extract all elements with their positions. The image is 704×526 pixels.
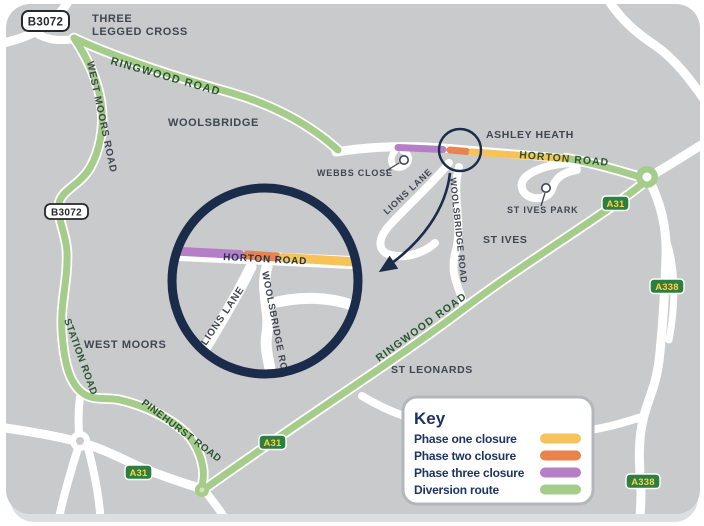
badge-b3072-south-text: B3072 — [51, 208, 82, 219]
badge-a338-north-text: A338 — [655, 282, 679, 293]
mag-road-woolsbridge — [259, 261, 277, 370]
west-moors-label: WEST MOORS — [84, 339, 166, 351]
zoom-source-circle — [437, 127, 483, 173]
st-ives-park-label: ST IVES PARK — [507, 205, 578, 215]
phase-three-closure-segment — [394, 144, 447, 153]
road-webbs-close-loop — [388, 147, 413, 171]
mag-road-branch-east — [263, 292, 354, 313]
webbs-close-label: WEBBS CLOSE — [317, 168, 393, 178]
mag-phase-one-segment — [278, 253, 354, 267]
diversion-horton-east — [562, 154, 644, 181]
webbs-close-marker — [398, 155, 409, 166]
mag-phase-two-segment — [242, 250, 282, 262]
badge-a338-south: A338 — [625, 473, 661, 490]
road-southwest-2 — [84, 444, 105, 514]
webbs-close-leader — [385, 162, 400, 172]
diversion-ringwood-south — [202, 177, 650, 492]
road-woolsbridge — [449, 163, 467, 310]
phase-two-closure-segment — [446, 146, 471, 155]
diversion-ringwood-north — [70, 34, 342, 154]
badge-a31-west-text: A31 — [129, 468, 148, 479]
badge-a31-diagonal-box — [258, 434, 287, 451]
badge-a31-diagonal-text: A31 — [263, 438, 282, 449]
key-title: Key — [414, 409, 446, 428]
badge-a31-diagonal: A31 — [258, 434, 287, 451]
badge-b3072-south-box — [44, 203, 89, 220]
key-swatch-phase-two — [540, 450, 581, 461]
st-ives-label: ST IVES — [483, 234, 527, 246]
road-top-right-1 — [602, 4, 700, 107]
badge-a338-south-text: A338 — [631, 477, 655, 488]
roundabout-west-moors-center — [76, 437, 84, 445]
road-lions-lane — [376, 159, 453, 261]
mag-horton-road-label: HORTON ROAD — [223, 252, 308, 267]
badge-a31-roundabout-text: A31 — [606, 199, 625, 210]
key-box: Key Phase one closure Phase two closure … — [401, 395, 595, 506]
badge-a31-west-box — [124, 464, 153, 481]
mag-road-lions-lane — [195, 261, 257, 361]
three-legged-cross-label-line2: LEGGED CROSS — [92, 26, 188, 38]
badge-a338-north-box — [649, 278, 685, 295]
key-item-diversion-label: Diversion route — [414, 483, 500, 497]
key-item-phase-three-label: Phase three closure — [414, 466, 525, 480]
woolsbridge-label: WOOLSBRIDGE — [168, 117, 259, 129]
mag-phase-three-segment — [176, 246, 245, 259]
key-swatch-diversion — [540, 484, 581, 495]
zoom-arrow — [378, 172, 452, 273]
badge-a338-south-box — [625, 473, 661, 490]
badge-b3072-north-text: B3072 — [28, 17, 63, 29]
magnifier-ring — [167, 183, 363, 379]
junction-dot-center — [199, 487, 205, 493]
key-swatch-phase-three — [540, 467, 581, 478]
badge-a31-roundabout-box — [601, 195, 630, 212]
diversion-west-moors-station-pinehurst — [55, 34, 207, 494]
st-leonards-label: ST LEONARDS — [391, 364, 473, 376]
badge-b3072-north-box — [21, 10, 70, 32]
roundabout-a31-center — [642, 172, 652, 182]
badge-a338-north: A338 — [649, 278, 685, 295]
three-legged-cross-label-line1: THREE — [92, 13, 132, 25]
badge-b3072-north: B3072 — [21, 10, 70, 32]
key-item-phase-two-label: Phase two closure — [414, 449, 516, 463]
road-a31-west — [6, 422, 207, 494]
ashley-heath-label: ASHLEY HEATH — [486, 129, 574, 141]
key-swatch-phase-one — [540, 433, 581, 444]
st-ives-park-leader — [540, 192, 546, 207]
badge-a31-west: A31 — [124, 464, 153, 481]
road-top-right-2 — [649, 137, 700, 179]
badge-a31-roundabout: A31 — [601, 195, 630, 212]
key-item-phase-one-label: Phase one closure — [414, 432, 517, 446]
st-ives-park-marker — [540, 183, 551, 194]
road-near-key-box — [358, 392, 408, 420]
badge-b3072-south: B3072 — [44, 203, 89, 220]
road-st-ives-park-loop — [517, 158, 588, 203]
